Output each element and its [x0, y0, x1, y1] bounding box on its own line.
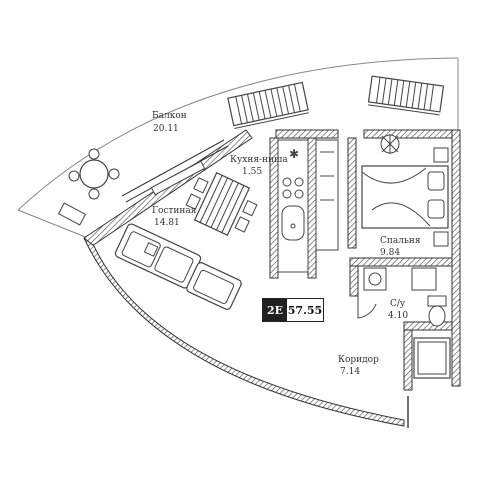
dining-table — [185, 172, 258, 236]
balcony-left-edge — [17, 209, 89, 239]
balcony-area: 20.11 — [153, 124, 179, 134]
kitchen-counter: ✱ — [277, 139, 309, 273]
wall-kitchen-right — [307, 137, 317, 279]
kitchen-shelf — [315, 139, 339, 251]
balcony-round-table — [68, 148, 120, 200]
wall-bath-left — [349, 265, 359, 297]
wall-bath-bottom — [403, 321, 453, 331]
total-area: 57.55 — [287, 299, 323, 321]
corridor-label: Коридор — [338, 355, 379, 365]
sun-lounger-left — [227, 81, 309, 130]
nightstand-top — [433, 147, 449, 163]
wall-bedroom-left — [347, 137, 357, 249]
exterior-wall-curve — [83, 237, 405, 427]
kitchen-label: Кухня-ниша — [230, 155, 288, 165]
toilet — [427, 295, 447, 327]
sun-lounger-right — [367, 75, 445, 116]
bathroom-area: 4.10 — [388, 311, 408, 321]
wall-bath-top — [349, 257, 453, 267]
bath-door — [357, 296, 377, 319]
sofa — [114, 223, 202, 289]
svg-text:✱: ✱ — [289, 147, 299, 161]
corridor-area: 7.14 — [340, 367, 360, 377]
balcony-bench — [57, 202, 87, 226]
armchair — [186, 262, 242, 310]
shower-tray — [413, 337, 451, 379]
apartment-badge: 2E 57.55 — [262, 298, 324, 322]
bedroom-area: 9.84 — [380, 248, 400, 258]
living-area: 14.81 — [154, 218, 180, 228]
wall-top-bedroom — [363, 129, 461, 139]
kitchen-area: 1.55 — [242, 167, 262, 177]
apartment-type: 2E — [263, 299, 287, 321]
washing-machine — [411, 267, 437, 291]
living-label: Гостиная — [152, 206, 197, 216]
wall-corridor-left — [403, 329, 413, 391]
nightstand-bottom — [433, 231, 449, 247]
washbasin — [363, 267, 387, 291]
balcony-label: Балкон — [152, 111, 187, 121]
radiator — [150, 160, 206, 196]
balcony-railing — [17, 57, 459, 211]
double-bed — [361, 165, 449, 229]
bedroom-label: Спальня — [380, 236, 421, 246]
bathroom-label: С/у — [390, 299, 406, 309]
plant-pot — [380, 134, 400, 154]
wall-top-kitchen — [275, 129, 339, 139]
wall-right — [451, 129, 461, 387]
